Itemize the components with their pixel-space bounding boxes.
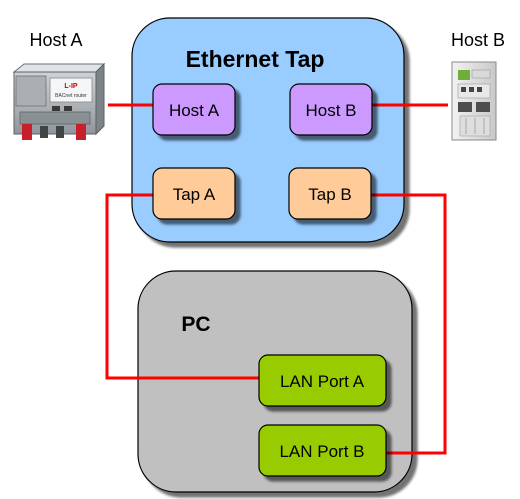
tap-port-tap-b: Tap B <box>288 167 372 220</box>
tap-port-host-a: Host A <box>152 83 236 136</box>
ethernet-tap-title: Ethernet Tap <box>186 46 325 72</box>
device-caption-text: BACnet router <box>55 93 87 99</box>
pc-lan-port-a: LAN Port A <box>258 354 387 407</box>
host-b-device-image <box>451 61 497 141</box>
host-b-label: Host B <box>451 30 505 50</box>
device-brand-text: L-IP <box>64 83 78 90</box>
tap-port-host-b-label: Host B <box>305 101 356 120</box>
pc-title: PC <box>181 313 210 336</box>
host-a-device-image: L-IP BACnet router <box>12 62 106 140</box>
wire-tap-b-to-lan-b <box>371 193 447 455</box>
link-wires <box>105 103 448 455</box>
tap-port-tap-b-label: Tap B <box>308 185 351 204</box>
wire-tap-a-to-lan-a <box>105 193 259 380</box>
tap-port-host-b: Host B <box>289 83 373 136</box>
pc-lan-port-a-label: LAN Port A <box>280 372 365 391</box>
pc-lan-port-b-label: LAN Port B <box>279 442 364 461</box>
tap-port-tap-a: Tap A <box>152 167 236 220</box>
tap-port-host-a-label: Host A <box>169 101 220 120</box>
host-a-label: Host A <box>29 30 82 50</box>
pc-lan-port-b: LAN Port B <box>258 424 387 477</box>
tap-port-tap-a-label: Tap A <box>173 185 216 204</box>
